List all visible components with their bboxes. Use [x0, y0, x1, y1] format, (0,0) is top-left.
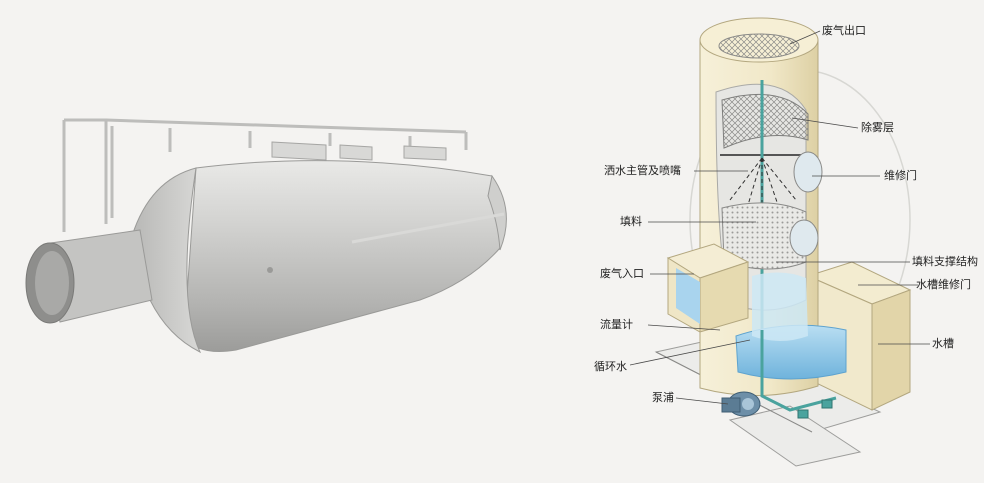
tank-body: [183, 160, 505, 352]
label-packing: 填料: [620, 215, 642, 228]
label-water-tank: 水槽: [932, 337, 954, 350]
maintenance-door-lower: [789, 219, 819, 257]
falling-water: [752, 272, 808, 341]
spray-tower-cutaway: [654, 17, 912, 467]
recirculation-piping: [760, 330, 837, 412]
tank-cone: [131, 167, 202, 354]
valves: [797, 399, 833, 419]
label-spray-pipe-nozzle: 洒水主管及喷嘴: [604, 164, 681, 177]
label-pump: 泵浦: [652, 391, 674, 404]
demister-mesh: [721, 94, 809, 149]
pump: [721, 391, 761, 417]
label-packing-support: 填料支撑结构: [912, 255, 978, 268]
label-demister-layer: 除雾层: [861, 121, 894, 134]
leader-lines: [629, 30, 930, 405]
label-maintenance-door: 维修门: [884, 169, 917, 182]
label-tank-maintenance-door: 水槽维修门: [916, 278, 971, 291]
tank-end-cap: [487, 174, 507, 251]
maintenance-door-upper: [793, 151, 823, 193]
horizontal-scrubber-tank: [25, 118, 507, 354]
exhaust-inlet-box: [666, 243, 750, 333]
label-exhaust-outlet: 废气出口: [822, 24, 866, 37]
label-exhaust-inlet: 废气入口: [600, 267, 644, 280]
top-inspection-boxes: [271, 141, 447, 161]
label-circulating-water: 循环水: [594, 360, 627, 373]
top-railing: [62, 118, 468, 232]
label-flow-meter: 流量计: [600, 318, 633, 331]
side-handrail: [351, 212, 505, 244]
